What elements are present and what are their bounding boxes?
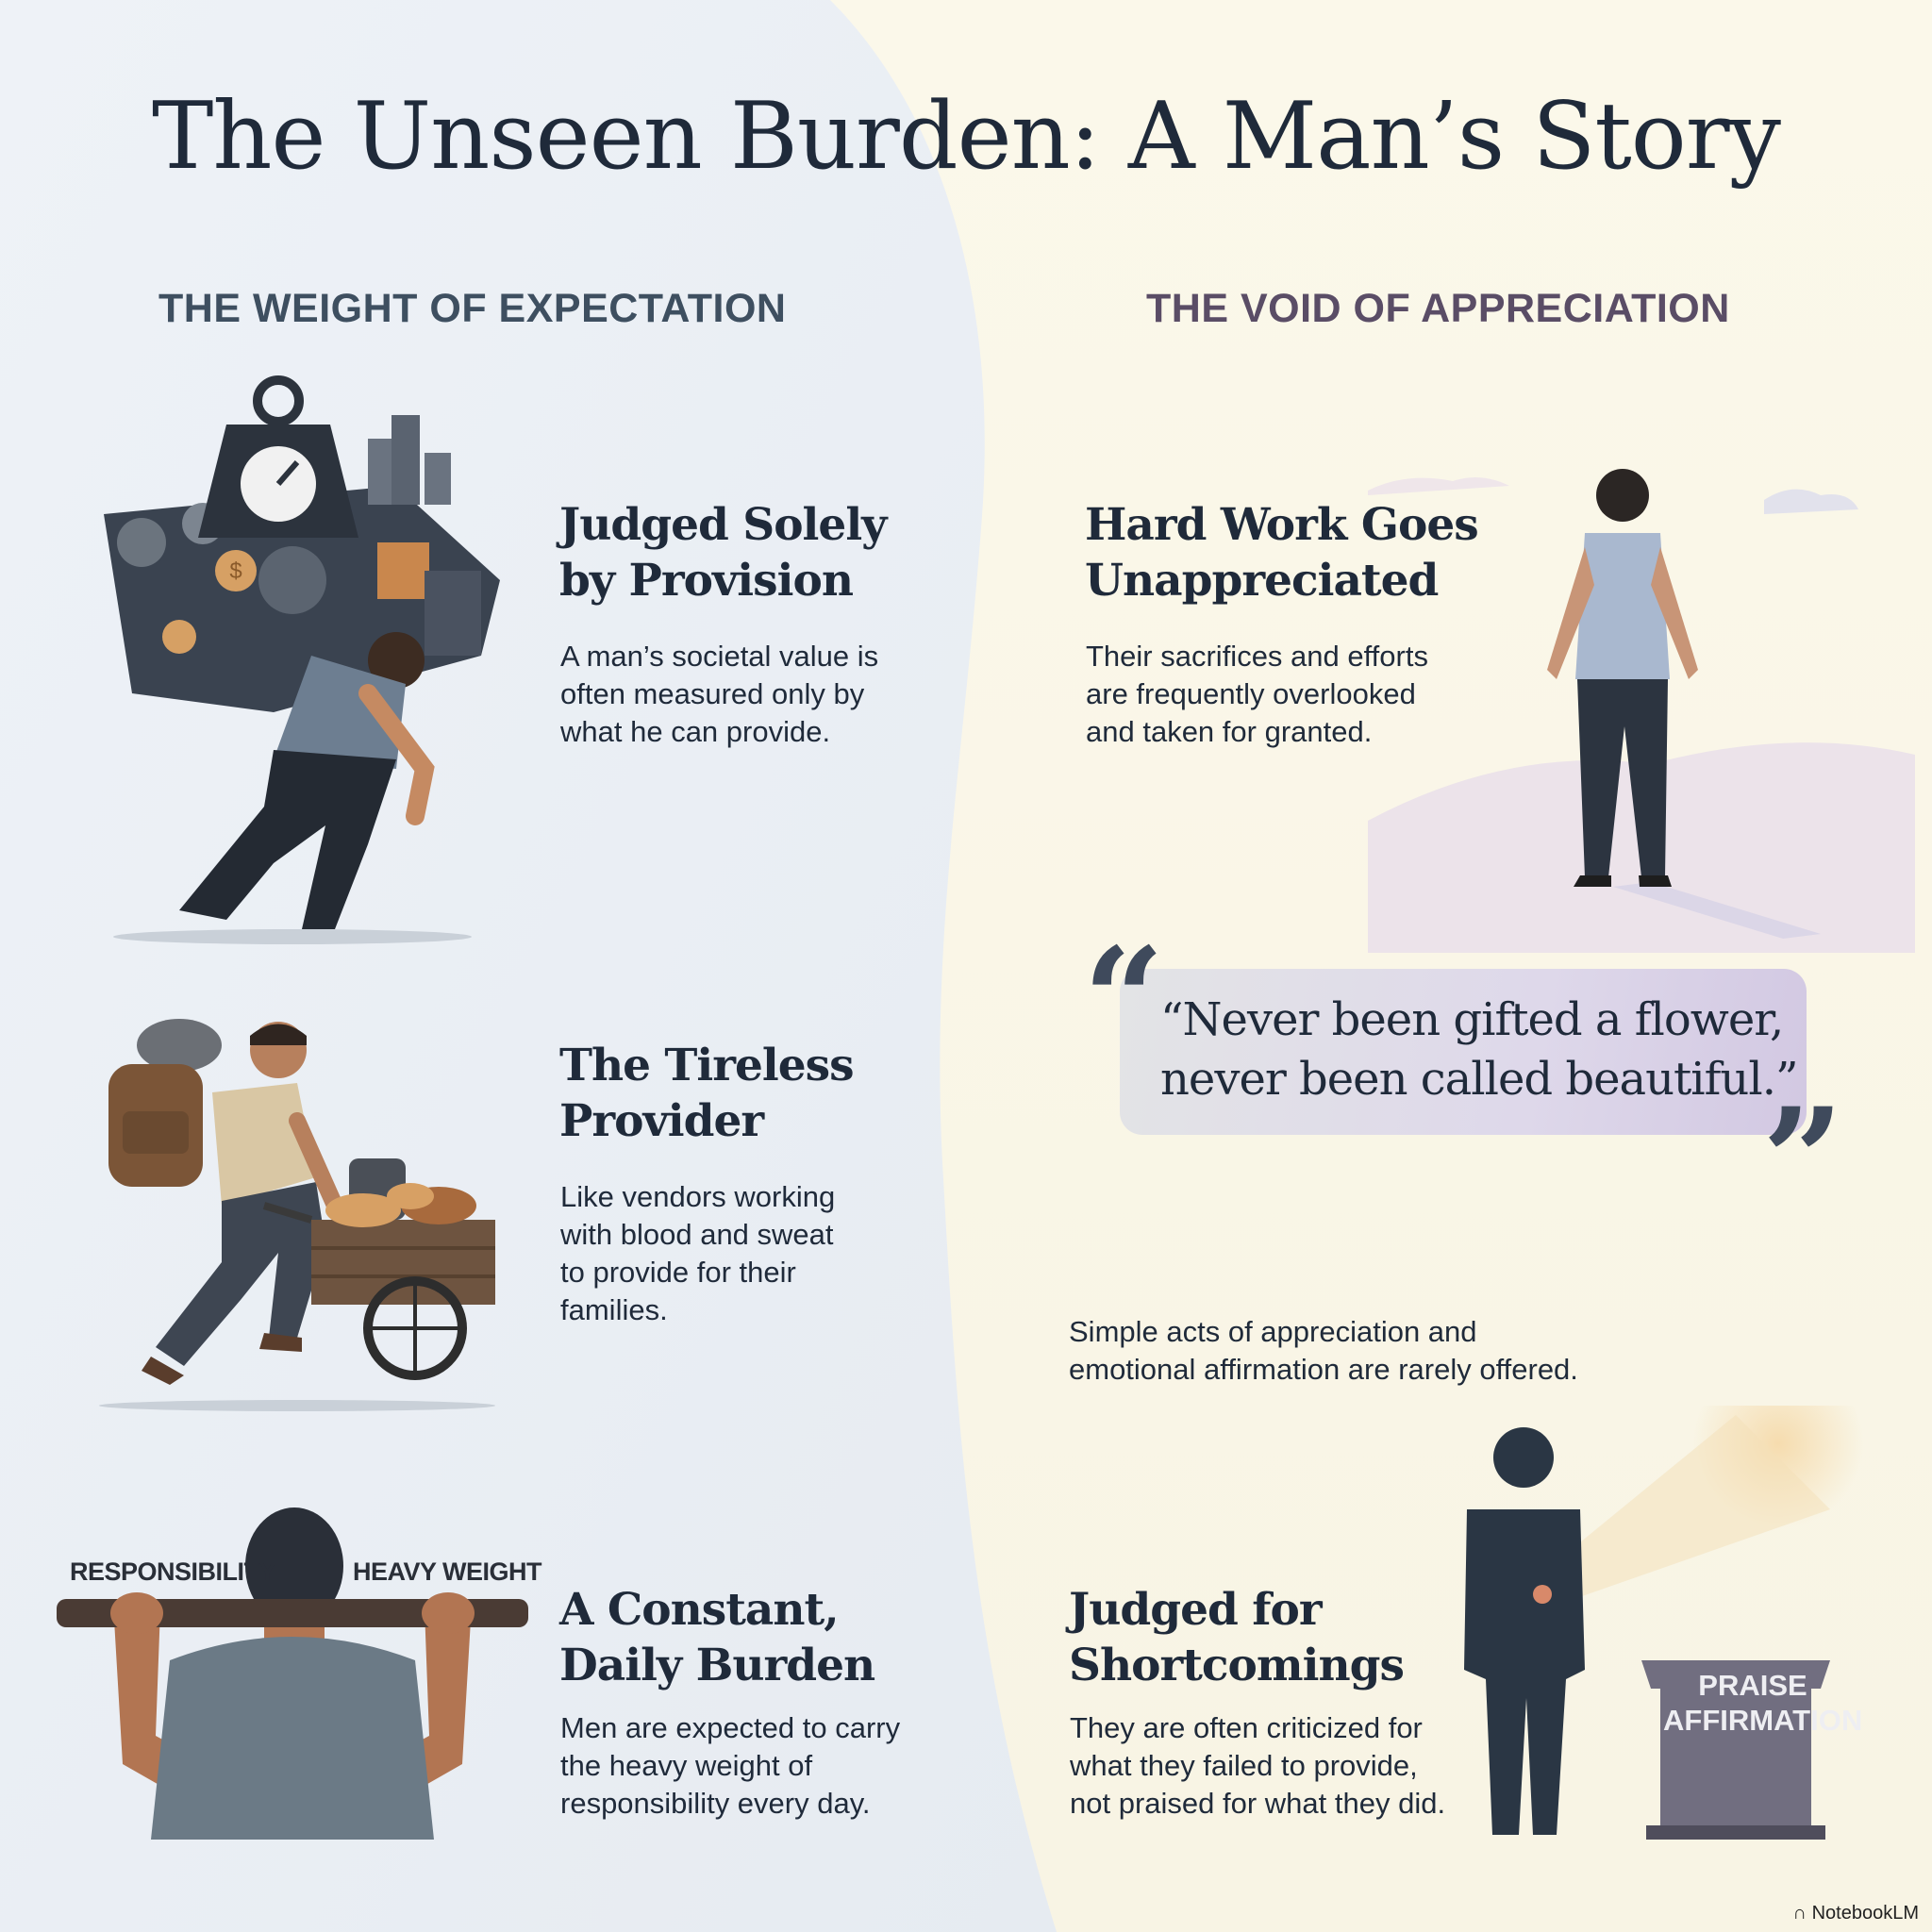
card-body-line: are frequently overlooked <box>1086 677 1416 710</box>
card-title-line: Daily Burden <box>559 1640 875 1691</box>
open-quote-icon: “ <box>1083 917 1165 1083</box>
card-body-line: the heavy weight of <box>560 1749 813 1782</box>
card-body: Like vendors working with blood and swea… <box>560 1178 835 1329</box>
card-title: A Constant, Daily Burden <box>559 1582 875 1693</box>
card-body-line: what he can provide. <box>560 715 831 748</box>
card-title-line: Judged for <box>1069 1584 1323 1636</box>
card-body-line: Men are expected to carry <box>560 1711 901 1744</box>
card-title-line: by Provision <box>559 555 854 607</box>
notebooklm-logo-icon: ∩ <box>1792 1903 1807 1924</box>
man-standing-alone-icon <box>1368 469 1915 953</box>
quote-line: “Never been gifted a flower, <box>1160 993 1784 1046</box>
quote-caption-line: Simple acts of appreciation and <box>1069 1315 1477 1348</box>
card-title: The Tireless Provider <box>559 1038 855 1149</box>
card-title-line: Shortcomings <box>1069 1640 1405 1691</box>
card-body-line: families. <box>560 1293 668 1326</box>
card-body-line: A man’s societal value is <box>560 640 879 673</box>
card-body: Their sacrifices and efforts are frequen… <box>1086 638 1428 751</box>
quote-caption-line: emotional affirmation are rarely offered… <box>1069 1353 1578 1386</box>
pedestal-label: PRAISE AFFIRMATION <box>1663 1668 1863 1738</box>
left-section-heading: THE WEIGHT OF EXPECTATION <box>158 286 787 331</box>
card-body-line: responsibility every day. <box>560 1787 871 1820</box>
card-body-line: They are often criticized for <box>1070 1711 1423 1744</box>
man-holding-beam-icon <box>57 1507 528 1840</box>
card-body-line: and taken for granted. <box>1086 715 1373 748</box>
right-section-heading: THE VOID OF APPRECIATION <box>1146 286 1730 331</box>
card-title-line: Hard Work Goes <box>1085 499 1479 551</box>
beam-label-heavy-weight: HEAVY WEIGHT <box>353 1557 542 1586</box>
vendor-pushing-cart-icon <box>99 1019 495 1411</box>
card-body-line: to provide for their <box>560 1256 796 1289</box>
silhouette-spotlight-icon <box>1464 1406 1863 1840</box>
card-title-line: The Tireless <box>559 1040 855 1091</box>
card-body: A man’s societal value is often measured… <box>560 638 878 751</box>
quote-box <box>1120 969 1807 1135</box>
card-body: Men are expected to carry the heavy weig… <box>560 1709 900 1823</box>
card-body-line: Their sacrifices and efforts <box>1086 640 1428 673</box>
brand-watermark: ∩ NotebookLM <box>1793 1903 1919 1924</box>
close-quote-icon: ” <box>1762 1077 1844 1243</box>
card-body-line: with blood and sweat <box>560 1218 834 1251</box>
beam-label-responsibility: RESPONSIBILITY <box>70 1557 276 1586</box>
card-body-line: Like vendors working <box>560 1180 836 1213</box>
card-title-line: Unappreciated <box>1085 555 1439 607</box>
brand-label: NotebookLM <box>1811 1903 1919 1924</box>
card-title: Hard Work Goes Unappreciated <box>1085 497 1479 608</box>
card-body-line: often measured only by <box>560 677 865 710</box>
card-body-line: not praised for what they did. <box>1070 1787 1446 1820</box>
svg-text:$: $ <box>229 558 242 584</box>
card-title-line: Provider <box>559 1095 764 1147</box>
quote-caption: Simple acts of appreciation and emotiona… <box>1069 1313 1578 1389</box>
page-title: The Unseen Burden: A Man’s Story <box>151 83 1781 191</box>
pedestal-line: PRAISE <box>1698 1669 1807 1702</box>
quote-line: never been called beautiful.” <box>1160 1053 1798 1106</box>
quote-text: “Never been gifted a flower, never been … <box>1160 991 1802 1109</box>
card-body: They are often criticized for what they … <box>1070 1709 1445 1823</box>
card-title-line: Judged Solely <box>559 499 887 551</box>
man-carrying-heavy-weight-icon: $ <box>104 375 500 944</box>
card-title: Judged for Shortcomings <box>1069 1582 1405 1693</box>
pedestal-line: AFFIRMATION <box>1663 1704 1863 1737</box>
card-title: Judged Solely by Provision <box>559 497 887 608</box>
card-body-line: what they failed to provide, <box>1070 1749 1418 1782</box>
card-title-line: A Constant, <box>559 1584 840 1636</box>
